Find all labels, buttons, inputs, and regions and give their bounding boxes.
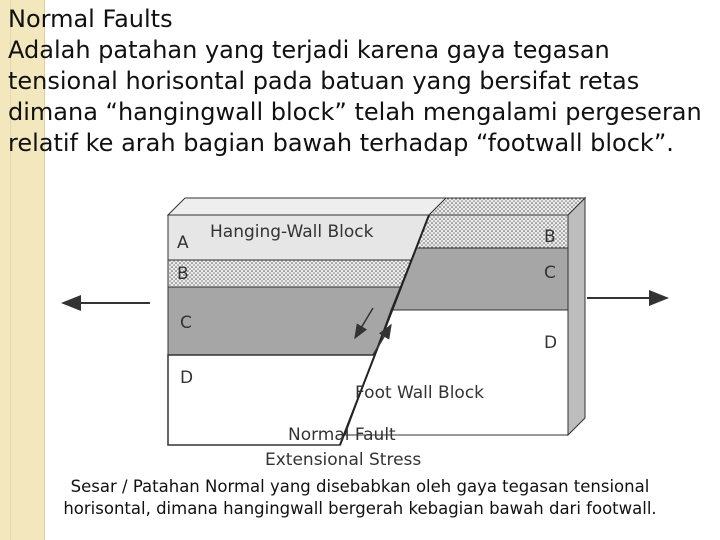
diagram-caption: Sesar / Patahan Normal yang disebabkan o… (63, 477, 657, 518)
hanging-wall-label: Hanging-Wall Block (210, 222, 374, 242)
right-layer-d-label: D (544, 333, 557, 353)
normal-fault-diagram: A B C D B C D Hanging-Wall Block Foot Wa… (61, 196, 669, 470)
left-layer-a-label: A (177, 233, 189, 253)
slip-arrow-down (354, 307, 374, 340)
decorative-side-line (10, 0, 11, 540)
right-layer-b-label: B (544, 227, 556, 247)
hanging-wall-top-face (166, 197, 448, 216)
left-layer-d-label: D (180, 368, 193, 388)
slide-title: Normal Faults (8, 5, 173, 33)
paragraph-line-1: Adalah patahan yang terjadi karena gaya … (8, 36, 610, 64)
foot-wall-top-face (427, 197, 587, 216)
fault-title: Normal Fault (288, 425, 396, 445)
fault-subtitle: Extensional Stress (265, 450, 421, 470)
layer-c-right (390, 247, 569, 311)
foot-wall-block (344, 196, 587, 437)
layer-c-front (167, 286, 406, 356)
left-layer-c-label: C (180, 313, 192, 333)
paragraph-line-3: dimana “hangingwall block” telah mengala… (8, 98, 702, 126)
paragraph-line-4: relatif ke arah bagian bawah terhadap “f… (8, 129, 674, 157)
right-layer-c-label: C (544, 263, 556, 283)
layer-b-front (167, 259, 415, 288)
slip-arrow-up (372, 323, 392, 356)
decorative-side-strip (0, 0, 45, 540)
paragraph-line-2: tensional horisontal pada batuan yang be… (8, 67, 640, 95)
foot-wall-side-face (567, 196, 586, 437)
foot-wall-label: Foot Wall Block (355, 383, 484, 403)
left-layer-b-label: B (177, 264, 189, 284)
slide-text: Normal Faults Adalah patahan yang terjad… (8, 4, 718, 179)
